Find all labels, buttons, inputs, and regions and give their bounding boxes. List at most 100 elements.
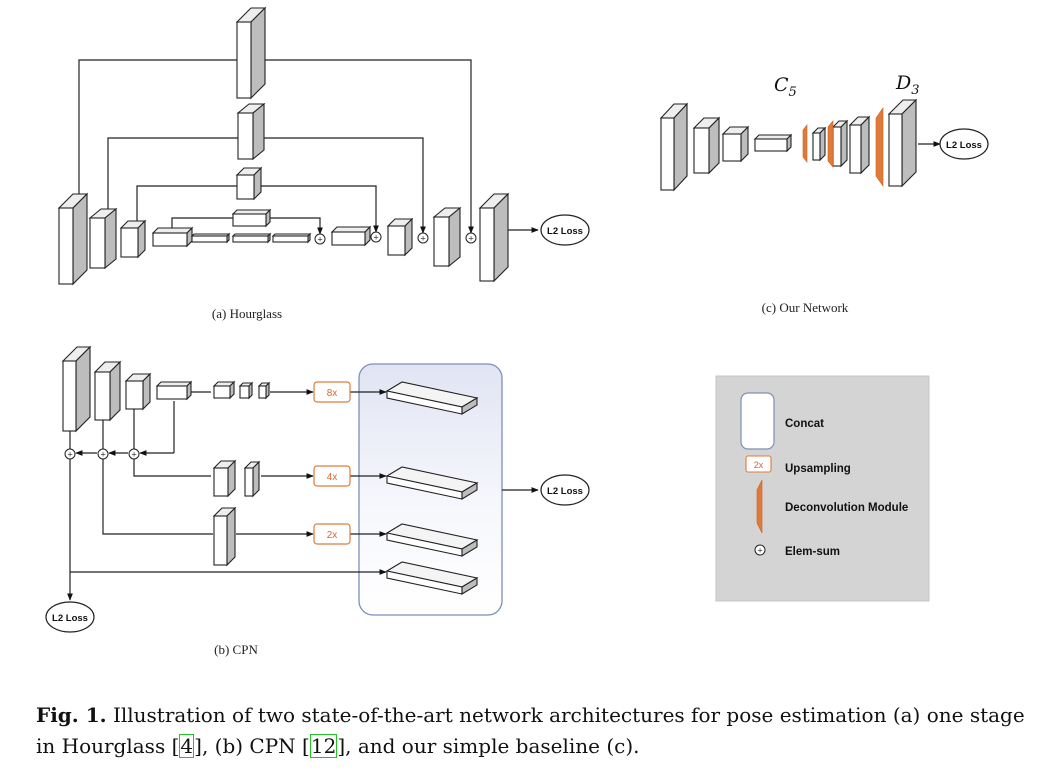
cpn-block-9 [243,460,261,498]
cpn-caption: (b) CPN [214,642,258,657]
hourglass-skip-arrow-2 [107,137,426,234]
cpn-connections [67,389,539,601]
cpn-sum-nodes: + + + [64,448,140,460]
upsampling-label-4x: 4x [327,472,338,483]
upsampling-badge-2x [313,523,351,545]
cpn-concat-slab-4 [385,561,479,595]
l2-loss-label: L2 Loss [946,140,982,151]
citation-link-12[interactable]: 12 [309,734,338,758]
caption-text: , (b) CPN [201,734,303,758]
figure-caption: Fig. 1. Illustration of two state-of-the… [36,703,1025,758]
caption-text: , and our simple baseline (c). [345,734,640,758]
cpn-block-3 [124,372,152,411]
cpn-concat-slab-3 [385,523,479,557]
upsampling-label-2x: 2x [327,530,338,541]
elem-sum-icon [370,231,382,243]
concat-legend-icon [740,392,775,450]
elem-sum-symbol: + [100,451,106,459]
hourglass-blocks [57,6,510,286]
panel-hourglass [78,59,539,235]
cpn-block-6 [238,381,254,400]
elem-sum-icon [128,448,140,460]
legend-deconv-label: Deconvolution Module [785,502,908,514]
cpn-block-7 [257,381,271,400]
panel-cpn: + + + 8x 4x 2x L2 Loss L2 Loss [45,345,590,633]
cpn-block-4 [155,380,193,401]
citation-link-4[interactable]: 4 [179,734,195,758]
cpn-blocks [61,345,479,595]
deconvolution-legend-icon [756,479,763,534]
cpn-upsampling-badges: 8x 4x 2x [313,381,351,545]
deconv-module-shape [827,120,834,168]
cpn-concat-slab-1 [385,381,479,415]
l2-loss-label: L2 Loss [547,486,583,497]
elem-sum-icon [465,232,477,244]
our-block-1 [659,102,689,192]
hourglass-sum-nodes: + + + + [314,231,477,245]
hourglass-block-flat-2 [330,225,372,247]
legend-concat-label: Concat [785,418,824,430]
elem-sum-symbol: + [317,236,323,244]
elem-sum-symbol: + [420,235,426,243]
deconv-module-shape [802,124,808,163]
hourglass-block-4 [386,217,414,257]
elem-sum-icon [64,448,76,460]
elem-sum-icon [314,233,326,245]
our-block-5 [811,126,827,162]
upsampling-badge-8x [313,381,351,403]
our-block-6 [831,119,849,168]
hourglass-top-block-2 [236,102,266,161]
hourglass-top-block-3 [235,166,263,201]
cpn-concat-slab-2 [385,466,479,500]
elem-sum-symbol: + [67,451,73,459]
caption-text: Illustration of two state-of-the-art net… [36,703,1025,758]
hourglass-block-slab-3 [271,232,312,244]
cpn-block-8 [212,459,237,498]
our-block-d3 [887,98,918,188]
our-block-7 [848,115,871,175]
hourglass-top-block-1 [235,6,267,100]
upsampling-legend-icon [745,455,772,473]
our-block-3 [721,125,750,163]
hourglass-top-block-4 [231,208,272,228]
deconv-module-shape [875,107,884,187]
legend-elemsum-label: Elem-sum [785,546,840,558]
elem-sum-symbol: + [373,234,379,242]
hourglass-block-2 [88,207,118,270]
hourglass-block-5 [432,206,462,268]
hourglass-block-slab-2 [231,232,272,244]
elem-sum-legend-icon [754,544,766,556]
architecture-figure: + + + + L2 Loss (a) Hourglass L2 Lo [45,6,989,657]
l2-loss-label: L2 Loss [52,613,88,624]
hourglass-loss: L2 Loss [540,214,590,246]
hourglass-block-slab-1 [190,232,231,244]
cpn-block-10 [212,506,237,567]
upsampling-badge-4x [313,465,351,487]
cpn-block-2 [93,360,122,422]
legend-upsampling-label: Upsampling [785,463,851,475]
caption-figure-number: Fig. 1. [36,703,107,727]
our-deconv-modules [802,107,884,187]
hourglass-block-flat-1 [151,226,194,248]
our-block-c5 [753,133,793,153]
hourglass-skip-arrow-1 [78,59,474,234]
c5-label: C5 [774,74,797,100]
legend-box: Concat 2x Upsampling Deconvolution Modul… [715,375,930,602]
elem-sum-symbol: + [468,235,474,243]
elem-sum-symbol: + [757,547,763,555]
hourglass-block-tall [57,192,89,286]
elem-sum-icon [97,448,109,460]
elem-sum-symbol: + [131,451,137,459]
upsampling-label-8x: 8x [327,388,338,399]
cpn-block-5 [212,380,236,400]
hourglass-block-output [478,192,510,283]
elem-sum-icon [417,232,429,244]
cpn-block-1 [61,345,92,433]
legend-upsample-badge-text: 2x [754,460,764,470]
d3-label: D3 [895,72,920,98]
hourglass-caption: (a) Hourglass [212,306,282,321]
l2-loss-label: L2 Loss [547,226,583,237]
our-block-2 [692,116,721,175]
hourglass-block-3 [119,219,147,259]
our-network-caption: (c) Our Network [762,300,849,315]
